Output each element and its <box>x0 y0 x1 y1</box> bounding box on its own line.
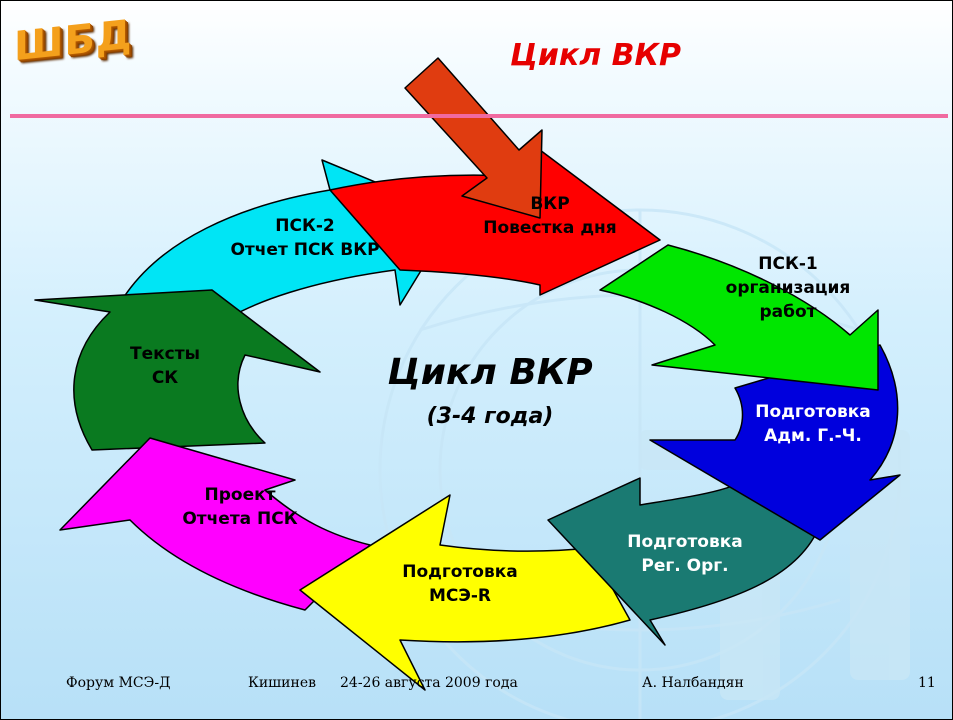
label-line: работ <box>759 302 817 322</box>
footer-forum: Форум МСЭ-Д <box>66 675 171 691</box>
title-divider <box>10 114 948 118</box>
label-line: Тексты <box>130 344 200 364</box>
slide-title: Цикл ВКР <box>510 38 682 73</box>
center-subtitle: (3-4 года) <box>426 404 554 429</box>
segment-psk1-arrow <box>599 244 879 391</box>
footer-location: Кишинев <box>248 675 317 691</box>
label-line: Адм. Г.-Ч. <box>764 426 862 446</box>
segment-itur-arrow <box>299 494 631 691</box>
label-draft: Проект Отчета ПСК <box>160 483 320 531</box>
label-texts: Тексты СК <box>115 342 215 390</box>
label-adm: Подготовка Адм. Г.-Ч. <box>728 400 898 448</box>
label-line: Подготовка <box>755 402 871 422</box>
cycle-ring <box>34 149 901 691</box>
label-line: ВКР <box>530 194 570 214</box>
label-line: Повестка дня <box>483 218 617 238</box>
label-wrc-agenda: ВКР Повестка дня <box>480 192 620 240</box>
label-line: Проект <box>204 485 276 505</box>
label-regorg: Подготовка Рег. Орг. <box>600 530 770 578</box>
label-line: организация <box>725 278 851 298</box>
label-itur: Подготовка МСЭ-R <box>380 560 540 608</box>
center-title: Цикл ВКР <box>387 352 593 393</box>
label-psk2: ПСК-2 Отчет ПСК ВКР <box>190 214 420 262</box>
footer-dates: 24-26 августа 2009 года <box>340 675 518 691</box>
label-line: Отчет ПСК ВКР <box>230 240 380 260</box>
label-line: Рег. Орг. <box>641 556 729 576</box>
label-line: ПСК-1 <box>758 254 818 274</box>
label-psk1: ПСК-1 организация работ <box>718 252 858 324</box>
footer-page-number: 11 <box>918 675 936 691</box>
footer-author: А. Налбандян <box>642 675 744 691</box>
label-line: Подготовка <box>402 562 518 582</box>
label-line: Подготовка <box>627 532 743 552</box>
label-line: МСЭ-R <box>428 586 491 606</box>
label-line: СК <box>151 368 179 388</box>
label-line: ПСК-2 <box>275 216 335 236</box>
segment-texts-arrow <box>34 289 321 451</box>
label-line: Отчета ПСК <box>182 509 298 529</box>
segment-adm-arrow <box>649 344 901 541</box>
segment-draft-arrow <box>59 437 371 611</box>
input-arrow <box>404 57 543 219</box>
